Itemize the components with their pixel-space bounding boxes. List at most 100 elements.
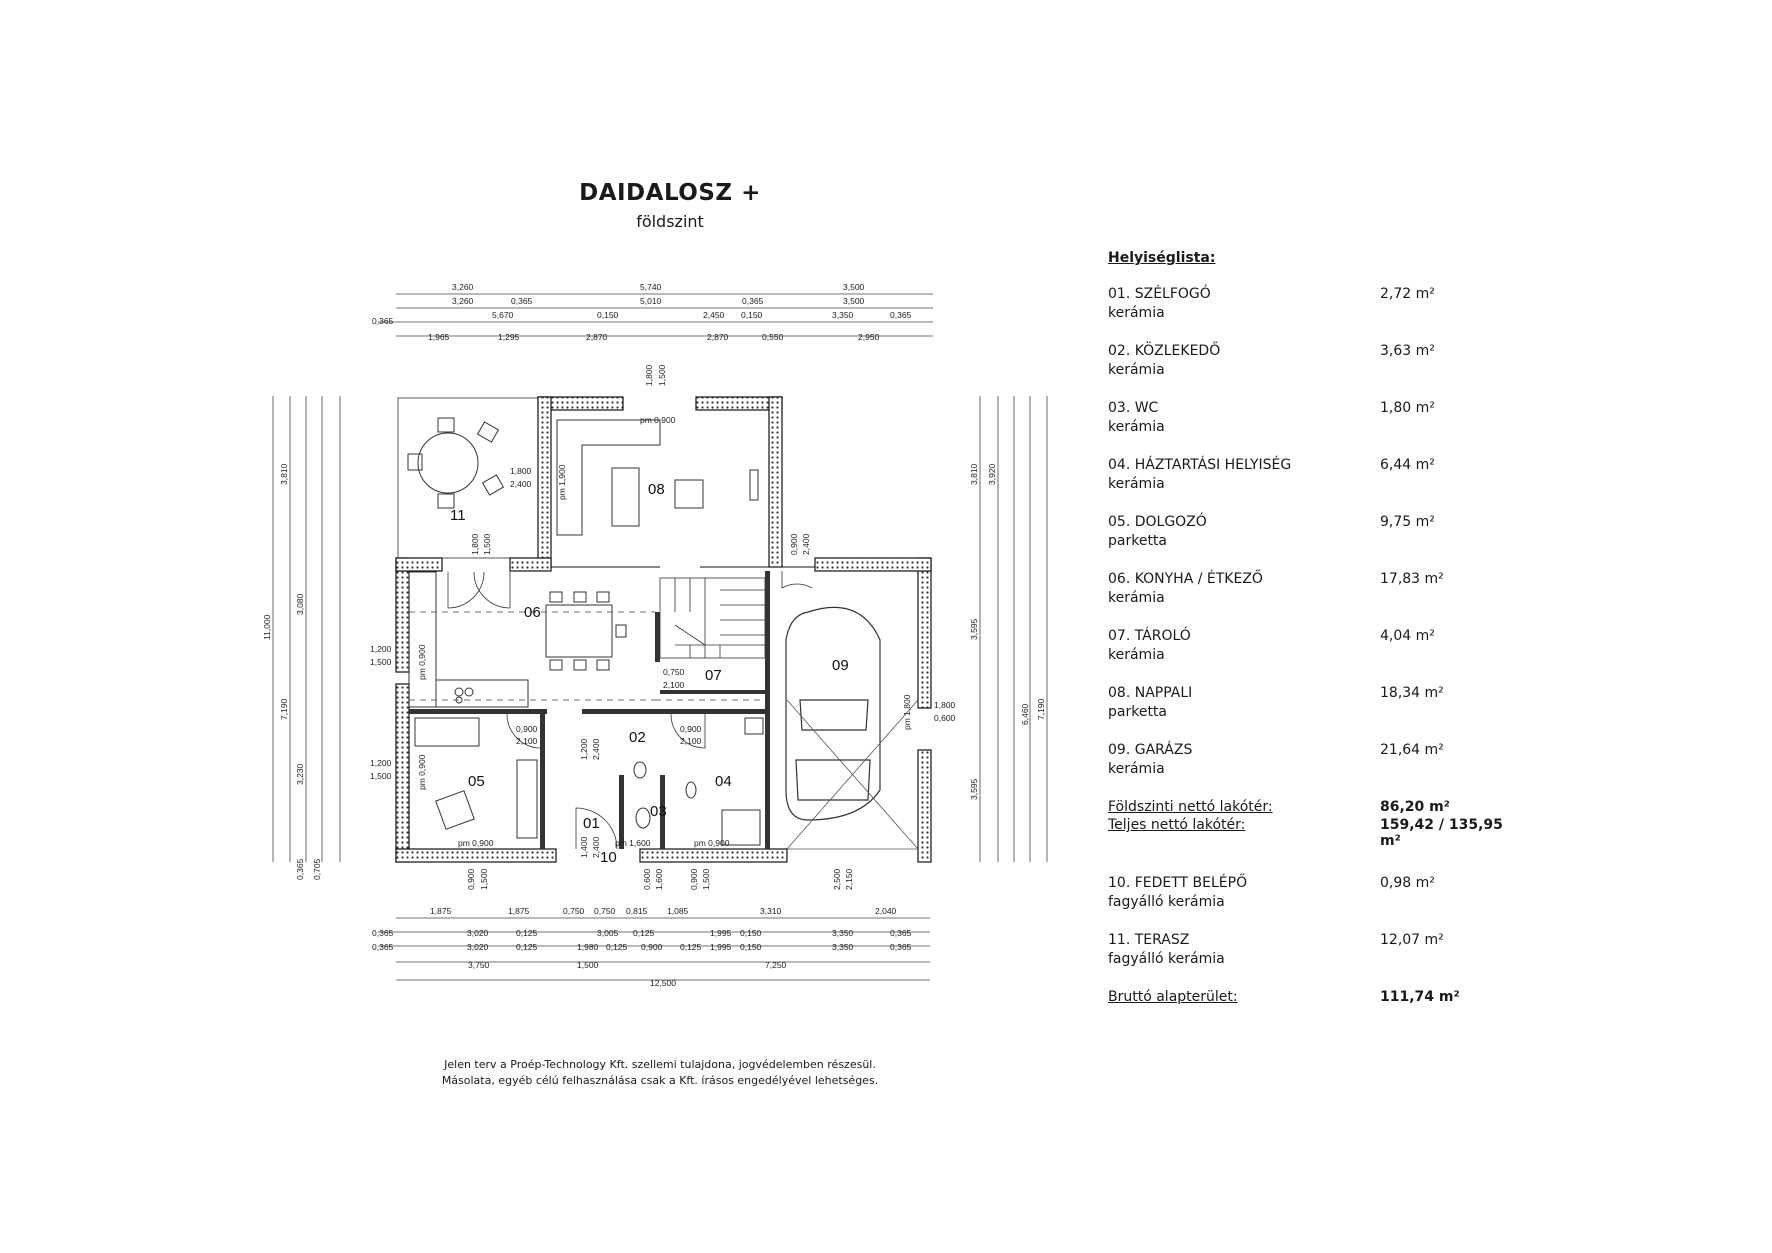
room-label-08: 08 bbox=[648, 481, 665, 498]
opening-labels: 1,800 1,500 1,800 2,400 1,200 1,500 1,20… bbox=[370, 364, 956, 890]
doors bbox=[447, 571, 706, 850]
exterior-walls bbox=[395, 396, 932, 863]
dim-label: 1,085 bbox=[667, 906, 689, 916]
opening-label: 1,500 bbox=[479, 868, 489, 890]
parapet-label: pm 1,900 bbox=[557, 464, 567, 500]
dim-label: 3,310 bbox=[760, 906, 782, 916]
right-dimension-lines bbox=[979, 396, 1048, 862]
terrace-area bbox=[397, 397, 539, 559]
dim-label: 0,750 bbox=[594, 906, 616, 916]
dim-label: 3,350 bbox=[832, 310, 854, 320]
room-name: 06. KONYHA / ÉTKEZŐ bbox=[1108, 571, 1263, 587]
dim-label: 3,020 bbox=[467, 942, 489, 952]
room-label-03: 03 bbox=[650, 803, 667, 820]
dim-label: 0,365 bbox=[890, 942, 912, 952]
dim-label: 12,500 bbox=[650, 978, 676, 988]
room-label-05: 05 bbox=[468, 773, 485, 790]
room-label-02: 02 bbox=[629, 729, 646, 746]
room-name: 05. DOLGOZÓ bbox=[1108, 514, 1207, 530]
dim-label: 1,500 bbox=[577, 960, 599, 970]
room-material: kerámia bbox=[1108, 305, 1165, 321]
room-label-04: 04 bbox=[715, 773, 732, 790]
room-name: 10. FEDETT BELÉPŐ bbox=[1108, 875, 1248, 891]
room-area: 9,75 m² bbox=[1380, 514, 1435, 530]
bottom-dimension-lines bbox=[378, 917, 930, 981]
legend-row: 03. WC kerámia 1,80 m² bbox=[1108, 400, 1528, 457]
opening-label: 0,900 bbox=[680, 724, 702, 734]
dim-label: 3,005 bbox=[597, 928, 619, 938]
room-area: 21,64 m² bbox=[1380, 742, 1444, 758]
room-label-06: 06 bbox=[524, 604, 541, 621]
parapet-label: pm 1,600 bbox=[615, 838, 651, 848]
opening-label: 1,500 bbox=[657, 364, 667, 386]
dim-label: 2,870 bbox=[586, 332, 608, 342]
staircase bbox=[659, 577, 766, 659]
room-area: 3,63 m² bbox=[1380, 343, 1435, 359]
parapet-label: pm 0,900 bbox=[694, 838, 730, 848]
parapet-labels: pm 0,900 pm 0,900 pm 1,900 pm 0,900 pm 0… bbox=[417, 415, 912, 848]
dim-label: 0,125 bbox=[606, 942, 628, 952]
dim-label: 2,870 bbox=[707, 332, 729, 342]
dim-label: 0,365 bbox=[890, 310, 912, 320]
legend-row: 05. DOLGOZÓ parketta 9,75 m² bbox=[1108, 514, 1528, 571]
opening-label: 1,200 bbox=[370, 758, 392, 768]
net-total-value: 159,42 / 135,95 m² bbox=[1380, 817, 1503, 849]
room-name: 11. TERASZ bbox=[1108, 932, 1190, 948]
dim-label: 3,260 bbox=[452, 282, 474, 292]
top-dimension-labels: 3,260 5,740 3,500 3,260 0,365 5,010 0,36… bbox=[372, 282, 912, 342]
opening-label: 0,900 bbox=[466, 868, 476, 890]
legend-row: 09. GARÁZS kerámia 21,64 m² bbox=[1108, 742, 1528, 799]
dim-label: 0,705 bbox=[312, 858, 322, 880]
room-area: 4,04 m² bbox=[1380, 628, 1435, 644]
room-material: kerámia bbox=[1108, 590, 1165, 606]
room-area: 17,83 m² bbox=[1380, 571, 1444, 587]
opening-label: 1,500 bbox=[370, 771, 392, 781]
legend-row: 02. KÖZLEKEDŐ kerámia 3,63 m² bbox=[1108, 343, 1528, 400]
opening-label: 1,800 bbox=[510, 466, 532, 476]
room-name: 01. SZÉLFOGÓ bbox=[1108, 286, 1211, 302]
dim-label: 1,995 bbox=[710, 928, 732, 938]
opening-label: 1,800 bbox=[644, 364, 654, 386]
dim-label: 0,365 bbox=[295, 858, 305, 880]
opening-label: 2,400 bbox=[510, 479, 532, 489]
dim-label: 0,125 bbox=[680, 942, 702, 952]
net-total-label: Teljes nettó lakótér: bbox=[1108, 817, 1246, 833]
right-dimension-labels: 3,810 7,190 3,920 3,595 3,595 6,460 bbox=[969, 463, 1046, 800]
dim-label: 3,500 bbox=[843, 282, 865, 292]
dim-label: 2,450 bbox=[703, 310, 725, 320]
opening-label: 0,600 bbox=[642, 868, 652, 890]
opening-label: 1,400 bbox=[579, 836, 589, 858]
room-area: 18,34 m² bbox=[1380, 685, 1444, 701]
room-name: 09. GARÁZS bbox=[1108, 742, 1193, 758]
room-material: kerámia bbox=[1108, 419, 1165, 435]
opening-label: 0,600 bbox=[934, 713, 956, 723]
terrace-table bbox=[407, 417, 505, 509]
copyright-line-2: Másolata, egyéb célú felhasználása csak … bbox=[441, 1074, 879, 1087]
dim-label: 0,150 bbox=[740, 928, 762, 938]
room-area: 12,07 m² bbox=[1380, 932, 1444, 948]
room-material: parketta bbox=[1108, 533, 1168, 549]
legend-row: 11. TERASZ fagyálló kerámia 12,07 m² bbox=[1108, 932, 1528, 989]
dim-label: 0,750 bbox=[563, 906, 585, 916]
parapet-label: pm 0,900 bbox=[640, 415, 676, 425]
dim-label: 3,260 bbox=[452, 296, 474, 306]
opening-label: 0,900 bbox=[516, 724, 538, 734]
dim-label: 3,595 bbox=[969, 778, 979, 800]
legend-heading: Helyiséglista: bbox=[1108, 250, 1216, 266]
dim-label: 3,750 bbox=[468, 960, 490, 970]
net-ground-label: Földszinti nettó lakótér: bbox=[1108, 799, 1273, 815]
room-label-09: 09 bbox=[832, 657, 849, 674]
garage-side-door bbox=[781, 571, 813, 589]
dining-table bbox=[545, 591, 627, 671]
dim-label: 3,810 bbox=[969, 463, 979, 485]
dim-label: 0,365 bbox=[372, 928, 394, 938]
dim-label: 2,950 bbox=[858, 332, 880, 342]
copyright-line-1: Jelen terv a Proép-Technology Kft. szell… bbox=[444, 1058, 876, 1071]
room-material: kerámia bbox=[1108, 476, 1165, 492]
legend-row: 08. NAPPALI parketta 18,34 m² bbox=[1108, 685, 1528, 742]
dim-label: 0,365 bbox=[372, 942, 394, 952]
legend-row: 10. FEDETT BELÉPŐ fagyálló kerámia 0,98 … bbox=[1108, 875, 1528, 932]
dim-label: 3,595 bbox=[969, 618, 979, 640]
opening-label: 0,900 bbox=[789, 533, 799, 555]
dim-label: 1,965 bbox=[428, 332, 450, 342]
